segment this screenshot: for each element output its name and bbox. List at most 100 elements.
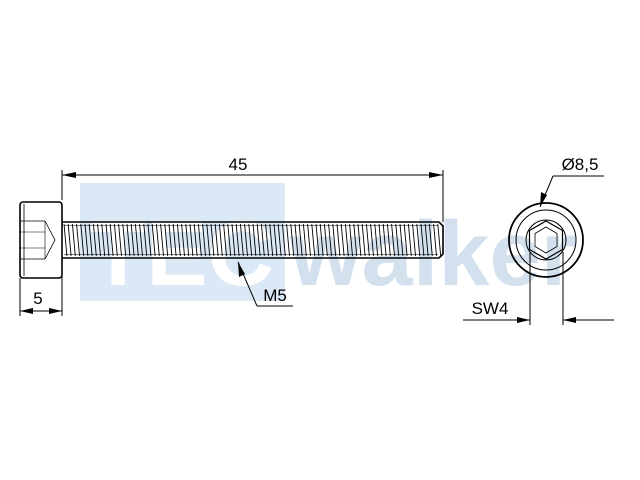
thread-label: M5	[263, 286, 287, 305]
screw-side-view	[19, 201, 444, 279]
thread-line	[265, 223, 269, 257]
sw-arrow-right	[563, 317, 576, 323]
thread-line	[185, 223, 190, 257]
thread-line	[214, 223, 219, 257]
shank-tip	[438, 221, 444, 259]
thread-line	[281, 223, 286, 257]
thread-line	[155, 223, 160, 257]
thread-line	[109, 223, 114, 257]
thread-line	[391, 223, 395, 257]
thread-line	[101, 223, 106, 257]
arrow-head-left	[20, 308, 33, 314]
thread-line	[378, 223, 383, 257]
thread-line	[193, 223, 198, 257]
thread-line	[105, 223, 110, 257]
thread-line	[189, 223, 194, 257]
thread-line	[164, 223, 169, 257]
head-diameter-callout: Ø8,5	[539, 155, 604, 208]
thread-line	[353, 223, 358, 257]
thread-line	[424, 223, 429, 257]
thread-line	[328, 223, 332, 257]
thread-line	[126, 223, 131, 257]
thread-line	[88, 223, 93, 257]
thread-line	[332, 223, 337, 257]
watermark-brand-plain: walker	[289, 203, 576, 305]
diameter-arrow	[540, 192, 547, 207]
head-height-label: 5	[33, 289, 42, 308]
thread-line	[290, 223, 295, 257]
thread-line	[365, 223, 370, 257]
thread-line	[202, 223, 206, 257]
thread-line	[370, 223, 374, 257]
thread-line	[319, 223, 324, 257]
head-height-dimension: 5	[19, 258, 63, 316]
thread-line	[260, 223, 265, 257]
thread-line	[143, 223, 148, 257]
thread-line	[239, 223, 244, 257]
thread-line	[315, 223, 320, 257]
screw-head	[19, 201, 63, 279]
thread-line	[76, 223, 80, 257]
thread-line	[218, 223, 223, 257]
hex-socket-inner	[534, 226, 558, 254]
thread-line	[252, 223, 257, 257]
socket-size-dimension: SW4	[463, 252, 614, 325]
thread-line	[92, 223, 97, 257]
thread-line	[307, 223, 311, 257]
thread-line	[269, 223, 274, 257]
thread-line	[407, 223, 412, 257]
thread-line	[382, 223, 387, 257]
thread-line	[349, 223, 353, 257]
thread-line	[437, 223, 442, 257]
thread-line	[344, 223, 349, 257]
thread-line	[277, 223, 282, 257]
thread-line	[433, 223, 437, 257]
thread-line	[210, 223, 215, 257]
thread-line	[311, 223, 316, 257]
thread-line	[63, 223, 68, 257]
thread-line	[84, 223, 89, 257]
head-outer-circle	[508, 202, 584, 278]
thread-line	[298, 223, 303, 257]
thread-line	[357, 223, 362, 257]
thread-line	[168, 223, 173, 257]
thread-line	[256, 223, 261, 257]
thread-line	[151, 223, 156, 257]
thread-line	[176, 223, 181, 257]
hex-socket-hidden-lines	[20, 220, 56, 260]
thread-line	[416, 223, 421, 257]
thread-line	[395, 223, 400, 257]
thread-line	[420, 223, 425, 257]
length-dimension: 45	[61, 155, 444, 222]
thread-line	[113, 223, 118, 257]
thread-line	[336, 223, 341, 257]
thread-line	[428, 223, 433, 257]
thread-line	[197, 223, 202, 257]
thread-callout: M5	[237, 261, 293, 307]
thread-line	[71, 223, 76, 257]
thread-line	[340, 223, 345, 257]
thread-line	[244, 223, 248, 257]
thread-line	[139, 223, 143, 257]
thread-line	[160, 223, 164, 257]
arrow-right	[429, 172, 443, 178]
socket-circle	[525, 219, 567, 261]
thread-line	[181, 223, 185, 257]
thread-line	[386, 223, 391, 257]
socket-size-label: SW4	[472, 299, 509, 318]
thread-line	[122, 223, 127, 257]
thread-line	[130, 223, 135, 257]
thread-line	[294, 223, 299, 257]
length-label: 45	[229, 155, 248, 174]
thread-pattern	[63, 223, 442, 257]
head-diameter-label: Ø8,5	[562, 155, 599, 174]
arrow-left	[62, 172, 76, 178]
thread-line	[273, 223, 278, 257]
thread-line	[67, 223, 72, 257]
thread-line	[323, 223, 328, 257]
watermark-brand-boxed: TEC	[90, 203, 274, 305]
thread-line	[97, 223, 101, 257]
head-inner-circle	[515, 209, 577, 271]
